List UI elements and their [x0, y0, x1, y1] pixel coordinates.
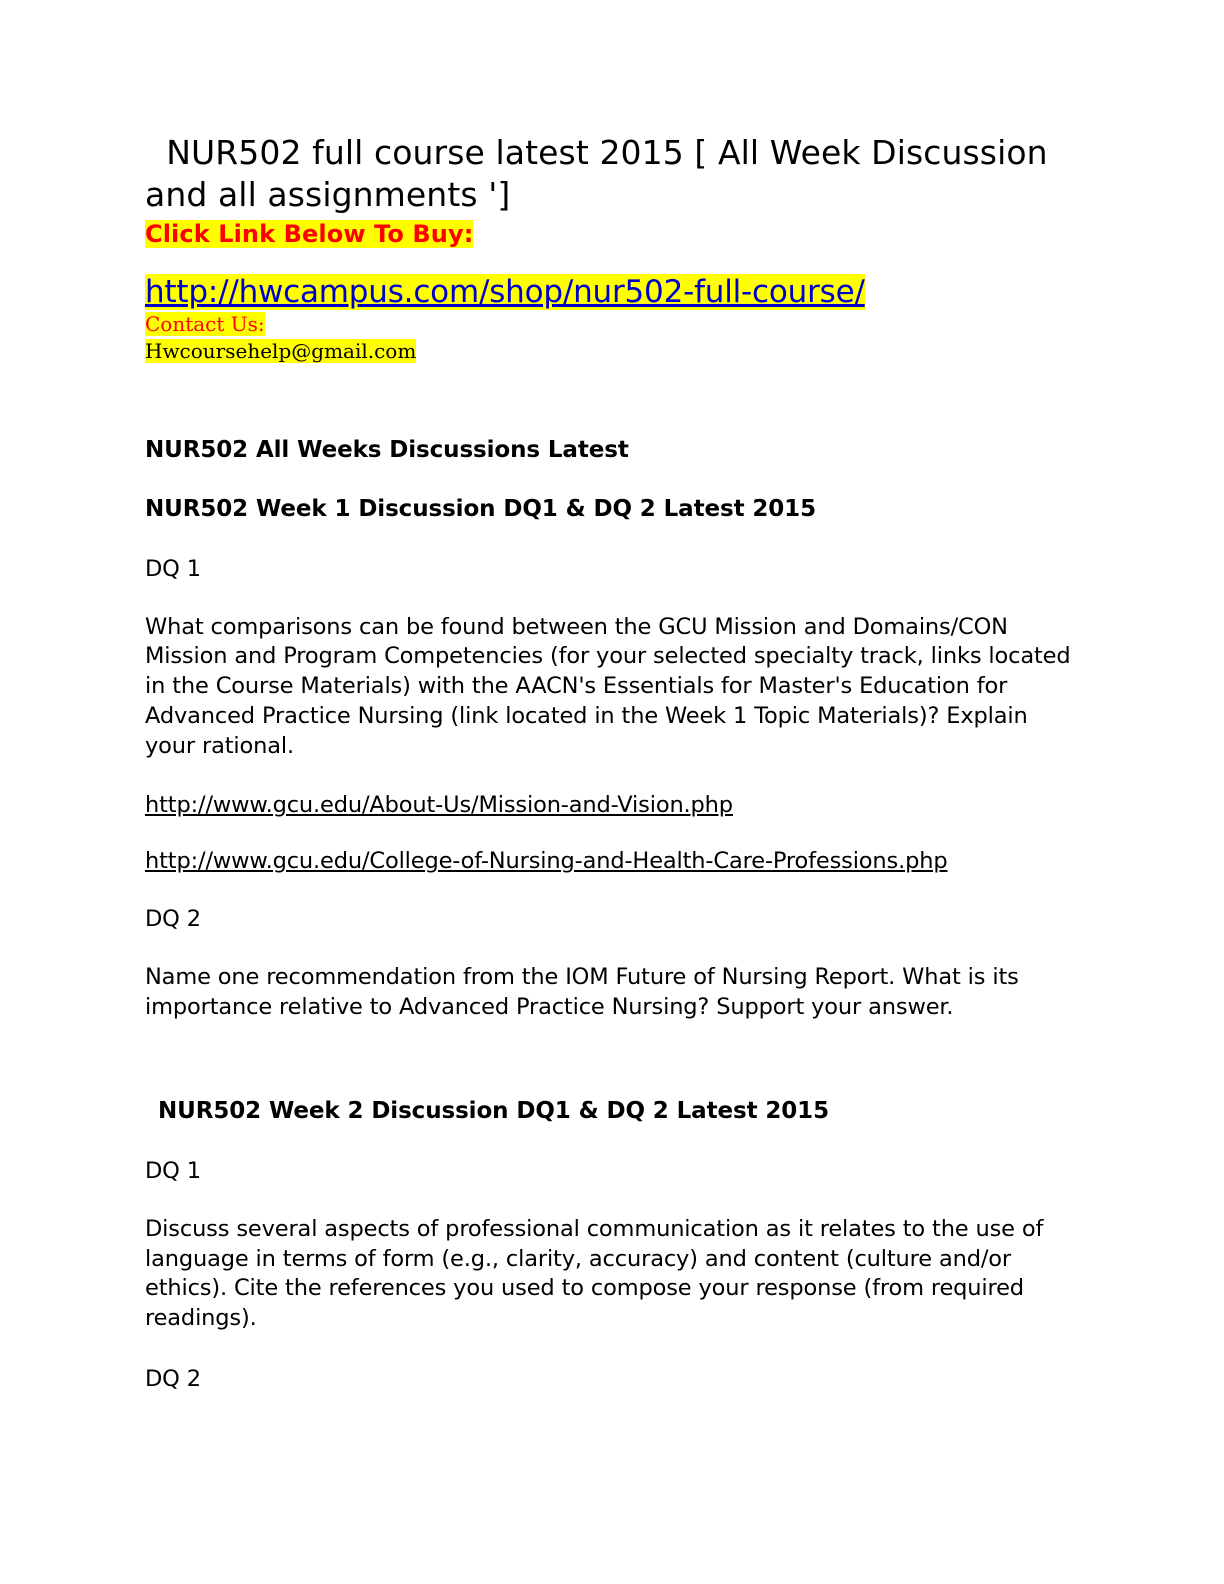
buy-cta-text: Click Link Below To Buy: [145, 220, 474, 249]
week1-link2-line: http://www.gcu.edu/College-of-Nursing-an… [145, 848, 1080, 874]
heading-week-1: NUR502 Week 1 Discussion DQ1 & DQ 2 Late… [145, 495, 816, 522]
gcu-college-nursing-link[interactable]: http://www.gcu.edu/College-of-Nursing-an… [145, 848, 948, 875]
week2-dq1-text: Discuss several aspects of professional … [145, 1215, 1044, 1332]
week1-link1-line: http://www.gcu.edu/About-Us/Mission-and-… [145, 792, 1080, 818]
contact-label-line: Contact Us: [145, 311, 1080, 337]
heading-week-2: NUR502 Week 2 Discussion DQ1 & DQ 2 Late… [158, 1097, 829, 1124]
contact-us-label: Contact Us: [145, 311, 265, 336]
gcu-mission-vision-link[interactable]: http://www.gcu.edu/About-Us/Mission-and-… [145, 792, 733, 819]
page-title: NUR502 full course latest 2015 [ All Wee… [145, 133, 1059, 215]
purchase-link[interactable]: http://hwcampus.com/shop/nur502-full-cou… [145, 273, 865, 310]
heading-all-weeks-discussions: NUR502 All Weeks Discussions Latest [145, 437, 629, 464]
week1-dq1-text: What comparisons can be found between th… [145, 613, 1071, 760]
contact-email-line: Hwcoursehelp@gmail.com [145, 338, 1080, 364]
week2-dq2-label: DQ 2 [145, 1366, 201, 1393]
week1-dq2-label: DQ 2 [145, 906, 201, 933]
week1-dq2-text: Name one recommendation from the IOM Fut… [145, 964, 1019, 1020]
week2-dq1-label: DQ 1 [145, 1157, 201, 1184]
buy-link-line: http://hwcampus.com/shop/nur502-full-cou… [145, 273, 1080, 311]
contact-email[interactable]: Hwcoursehelp@gmail.com [145, 338, 417, 363]
document-content: NUR502 full course latest 2015 [ All Wee… [145, 132, 1080, 1395]
buy-cta-line: Click Link Below To Buy: [145, 220, 1080, 249]
week1-dq1-label: DQ 1 [145, 555, 201, 582]
